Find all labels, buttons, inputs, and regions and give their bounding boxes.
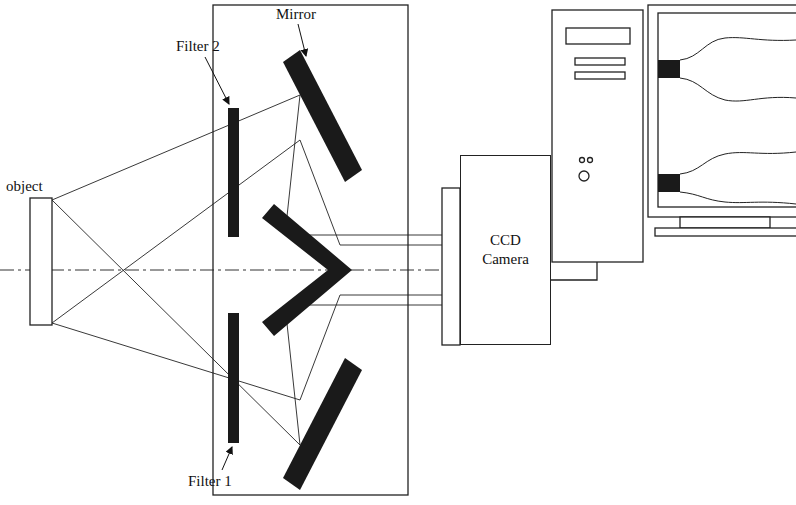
- camera-text: CCD Camera: [461, 227, 550, 274]
- camera-box: CCD Camera: [460, 155, 551, 345]
- mirror-label: Mirror: [276, 6, 316, 23]
- filter-2-bar: [228, 108, 239, 237]
- housing-frame: [213, 5, 408, 495]
- computer-tower: [552, 10, 643, 262]
- mirror-leader: [298, 24, 306, 56]
- filter-1-leader: [222, 447, 232, 470]
- lower-mirror: [283, 358, 362, 490]
- filter-label: Filter 1: [188, 473, 232, 490]
- filter-2-leader: [205, 57, 229, 104]
- center-v-mirror: [262, 204, 352, 336]
- flame-images: [658, 38, 796, 204]
- light-rays: [52, 95, 442, 445]
- object-label: object: [6, 178, 43, 195]
- upper-mirror: [283, 50, 362, 182]
- camera-cable: [545, 262, 597, 280]
- object-plate: [30, 198, 52, 325]
- camera-lens: [442, 188, 460, 345]
- filter-1-bar: [228, 313, 239, 443]
- filter-label: Filter 2: [176, 38, 220, 55]
- monitor: [648, 5, 796, 236]
- optical-axis: [0, 270, 442, 271]
